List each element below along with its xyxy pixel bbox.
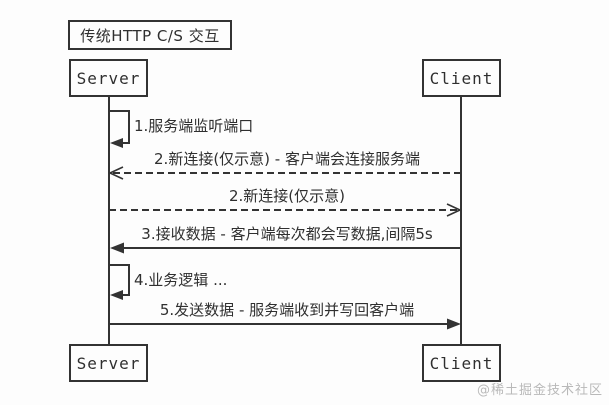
actor-client-bottom: Client xyxy=(422,344,501,382)
message-4-label: 4.业务逻辑 ... xyxy=(134,271,228,289)
message-2-return-label: 2.新连接(仅示意) - 客户端会连接服务端 xyxy=(154,150,420,168)
message-5-label: 5.发送数据 - 服务端收到并写回客户端 xyxy=(159,301,415,319)
message-1-label: 1.服务端监听端口 xyxy=(134,117,254,135)
self-message-1-loop xyxy=(109,110,130,144)
message-2-label: 2.新连接(仅示意) xyxy=(228,187,346,205)
watermark: @稀土掘金技术社区 xyxy=(477,383,604,398)
self-message-1-arrowhead-icon xyxy=(110,138,123,148)
actor-server-bottom: Server xyxy=(69,344,148,382)
message-3-label: 3.接收数据 - 客户端每次都会写数据,间隔5s xyxy=(141,225,433,243)
self-message-4-loop xyxy=(109,264,130,296)
actor-server-top: Server xyxy=(69,59,148,97)
message-5-arrowhead-icon xyxy=(447,318,461,330)
actor-client-top: Client xyxy=(422,59,501,97)
message-2-arrowhead-icon xyxy=(446,203,462,217)
self-message-4-arrowhead-icon xyxy=(110,290,123,300)
message-3-arrowhead-icon xyxy=(110,242,124,254)
diagram-title: 传统HTTP C/S 交互 xyxy=(68,20,232,50)
message-2-return-arrowhead-icon xyxy=(108,166,124,180)
